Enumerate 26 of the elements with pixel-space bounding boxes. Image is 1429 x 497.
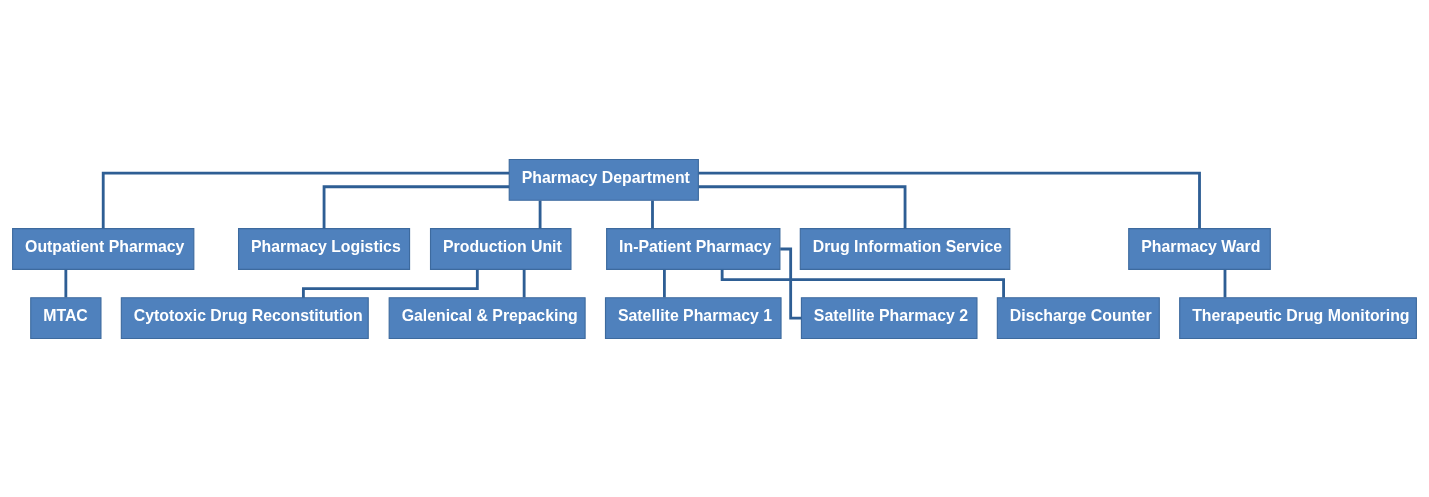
node-box: Drug Information Service xyxy=(799,227,1011,270)
node-box: Therapeutic Drug Monitoring xyxy=(1179,296,1417,339)
node-box: Outpatient Pharmacy xyxy=(12,227,195,270)
node-box: Galenical & Prepacking xyxy=(388,296,586,339)
connector xyxy=(698,184,907,229)
node-box: MTAC xyxy=(30,296,102,339)
node-box: Cytotoxic Drug Reconstitution xyxy=(120,296,369,339)
node-box: Discharge Counter xyxy=(996,296,1160,339)
node-box: Satellite Pharmacy 2 xyxy=(800,296,978,339)
node-box: In-Patient Pharmacy xyxy=(606,227,781,270)
connector xyxy=(780,247,802,319)
connector xyxy=(651,200,654,228)
node-box: Pharmacy Ward xyxy=(1128,227,1271,270)
connector xyxy=(101,171,510,228)
node-box: Production Unit xyxy=(429,227,572,270)
node-box: Pharmacy Logistics xyxy=(238,227,411,270)
connector xyxy=(1223,269,1227,297)
connector xyxy=(522,269,526,297)
node-box: Pharmacy Department xyxy=(508,158,699,201)
connector xyxy=(538,200,542,228)
connector xyxy=(720,269,1005,297)
connector xyxy=(322,184,510,229)
connector xyxy=(698,171,1201,228)
node-box: Satellite Pharmacy 1 xyxy=(604,296,782,339)
connector xyxy=(64,269,68,297)
connector xyxy=(662,269,666,297)
